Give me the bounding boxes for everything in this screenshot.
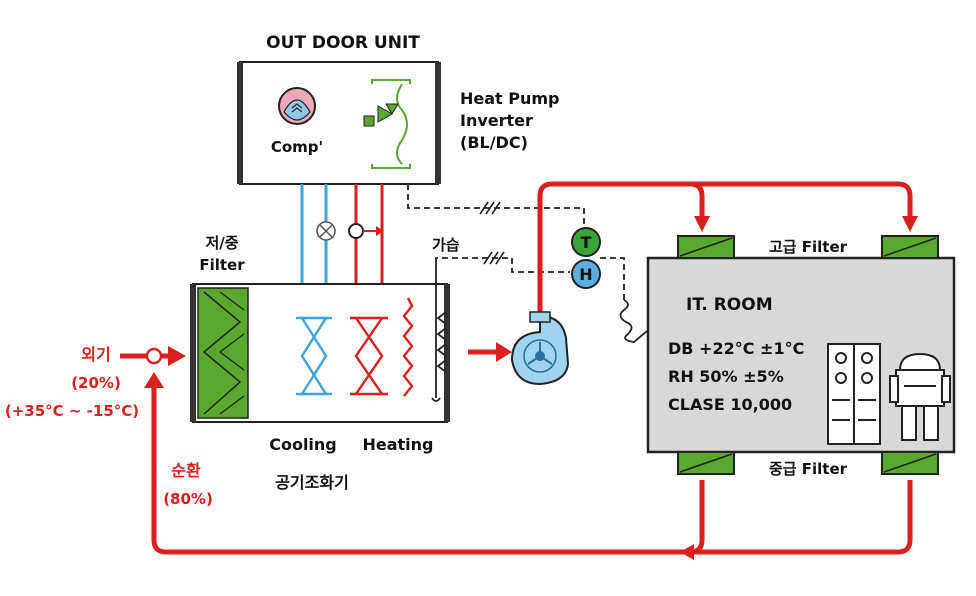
valve-icon xyxy=(363,79,411,169)
comp-label: Comp' xyxy=(271,138,323,156)
hepa-filter-top-left xyxy=(677,235,735,259)
equipment-icon xyxy=(889,352,951,441)
heating-label: Heating xyxy=(362,435,433,454)
ahu-name: 공기조화기 xyxy=(275,473,349,492)
airflow-arrowheads xyxy=(144,216,918,560)
return-air-label: 순환 xyxy=(171,461,201,480)
outside-air-label: 외기 xyxy=(81,345,110,364)
it-room-title: IT. ROOM xyxy=(686,295,773,315)
hepa-filter-top-right xyxy=(881,235,939,259)
heat-pump-line2: Inverter xyxy=(460,111,533,130)
electric-heater-icon xyxy=(402,297,414,397)
sensor-probe-wire xyxy=(619,299,661,343)
supply-fan-icon xyxy=(510,311,570,386)
it-room-box xyxy=(646,256,956,454)
medium-filter-bottom-left xyxy=(677,451,735,475)
ahu-edge-left xyxy=(190,284,196,422)
refrigerant-pipes xyxy=(300,184,384,288)
expansion-valve-icon xyxy=(316,221,336,241)
airflow-lines xyxy=(120,181,913,555)
bottom-filter-label: 중급 Filter xyxy=(769,460,848,478)
humidity-sensor-label: H xyxy=(579,265,592,284)
it-room-class: CLASE 10,000 xyxy=(668,395,792,414)
medium-filter-bottom-right xyxy=(881,451,939,475)
heating-coil-icon xyxy=(350,316,388,396)
outdoor-unit-edge-right xyxy=(435,62,441,184)
ahu-edge-right xyxy=(444,284,450,422)
check-valve-icon xyxy=(348,223,384,239)
temperature-sensor: T xyxy=(571,227,601,257)
heat-pump-line3: (BL/DC) xyxy=(460,133,528,152)
pre-filter-icon xyxy=(197,287,249,419)
humidifier-icon xyxy=(431,262,447,402)
outside-air-percent: (20%) xyxy=(71,374,121,392)
cooling-coil-icon xyxy=(296,316,332,396)
heat-pump-line1: Heat Pump xyxy=(460,89,560,108)
pre-filter-label-1: 저/중 xyxy=(205,234,238,252)
return-air-percent: (80%) xyxy=(163,490,213,508)
it-room-db: DB +22°C ±1°C xyxy=(668,339,804,358)
outside-air-range: (+35°C ~ -15°C) xyxy=(5,402,139,420)
server-rack-icon xyxy=(827,343,881,445)
pre-filter-label-2: Filter xyxy=(199,256,245,274)
humidity-sensor: H xyxy=(571,259,601,289)
outdoor-unit-edge-left xyxy=(237,62,243,184)
mixing-damper-icon xyxy=(145,347,163,365)
signal-slash-marks xyxy=(479,201,505,265)
cooling-label: Cooling xyxy=(269,435,337,454)
temperature-sensor-label: T xyxy=(581,233,592,252)
top-filter-label: 고급 Filter xyxy=(769,238,848,256)
it-room-rh: RH 50% ±5% xyxy=(668,367,784,386)
humidifier-label: 가습 xyxy=(432,236,460,254)
compressor-icon xyxy=(278,87,316,125)
outdoor-unit-title: OUT DOOR UNIT xyxy=(266,33,420,53)
outdoor-unit-box xyxy=(239,61,439,185)
